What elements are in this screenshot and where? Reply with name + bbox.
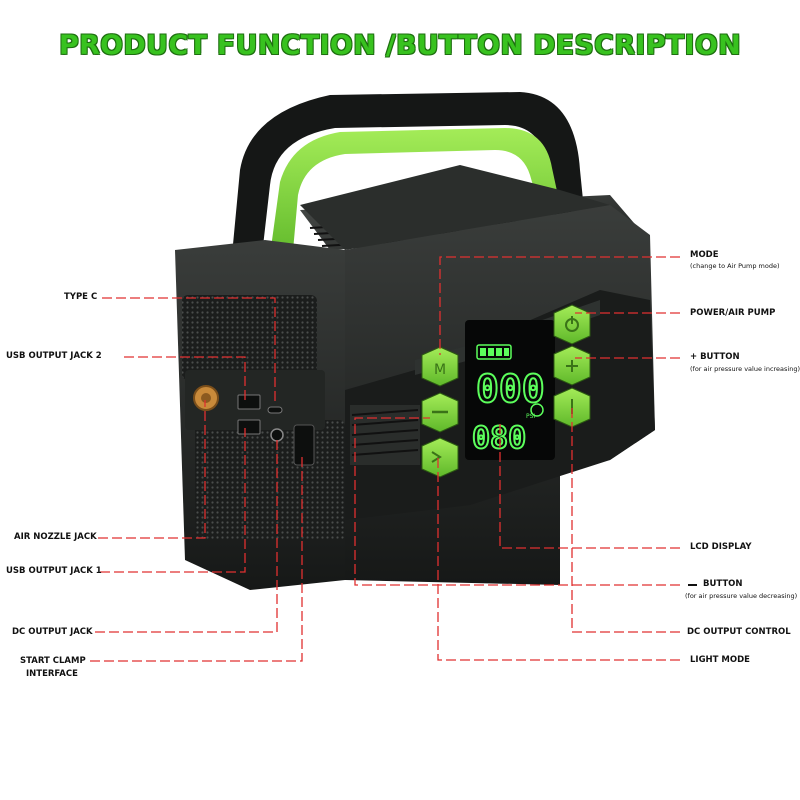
label-plus-button: + BUTTON: [690, 352, 740, 362]
label-mode-sub: (change to Air Pump mode): [690, 262, 780, 270]
lcd-unit: PSI: [526, 413, 535, 420]
ports: [193, 385, 315, 466]
label-minus-button-sub: (for air pressure value decreasing): [685, 592, 798, 600]
label-air-nozzle-jack: AIR NOZZLE JACK: [14, 532, 97, 542]
leader-lines: [90, 256, 680, 662]
label-mode: MODE: [690, 250, 719, 260]
label-usb-output-jack-2: USB OUTPUT JACK 2: [6, 351, 102, 361]
page-title: PRODUCT FUNCTION /BUTTON DESCRIPTION: [58, 30, 742, 61]
label-dc-output-control: DC OUTPUT CONTROL: [687, 627, 791, 637]
label-light-mode: LIGHT MODE: [690, 655, 750, 665]
left-buttons: M: [421, 346, 459, 478]
label-start-clamp-2: INTERFACE: [26, 669, 78, 679]
lcd-display: 000 080 PSI: [465, 320, 555, 460]
svg-text:M: M: [434, 362, 446, 378]
label-lcd-display: LCD DISPLAY: [690, 542, 752, 552]
label-minus-button: BUTTON: [703, 579, 743, 589]
label-plus-button-sub: (for air pressure value increasing): [690, 365, 800, 373]
lcd-bottom-reading: 080: [472, 421, 526, 456]
label-type-c: TYPE C: [64, 292, 98, 302]
label-usb-output-jack-1: USB OUTPUT JACK 1: [6, 566, 102, 576]
label-start-clamp-1: START CLAMP: [20, 656, 86, 666]
label-power-air-pump: POWER/AIR PUMP: [690, 308, 776, 318]
minus-icon: [688, 584, 697, 586]
label-dc-output-jack: DC OUTPUT JACK: [12, 627, 93, 637]
carry-handle: [232, 92, 583, 262]
